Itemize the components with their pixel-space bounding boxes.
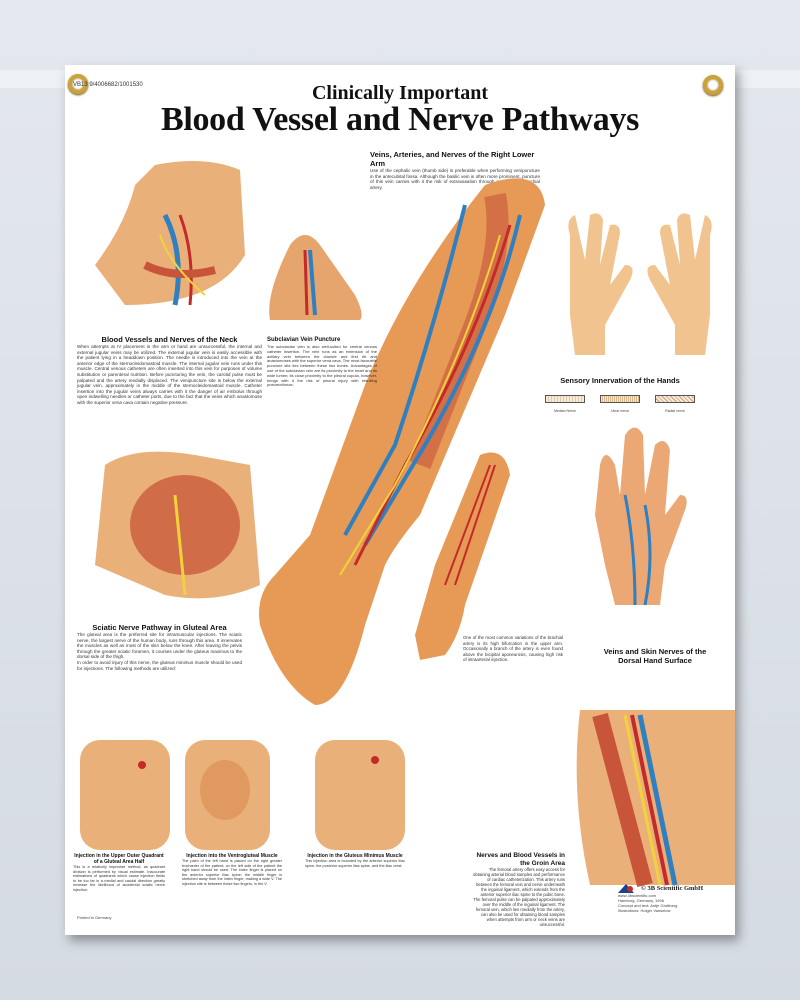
credit-illustrations: Illustrations: Holger Vanselow	[618, 908, 671, 913]
legend-ulnar: Ulnar nerve	[600, 390, 640, 413]
3b-logo-icon	[618, 884, 634, 893]
injection-caption-2: Injection into the Ventrogluteal Muscle …	[182, 853, 282, 886]
subclavian-heading: Subclavian Vein Puncture	[267, 337, 341, 343]
neck-section: Blood Vessels and Nerves of the Neck Whe…	[77, 335, 262, 406]
anatomy-poster: VB13 9/4006682/1001530 Clinically Import…	[65, 65, 735, 935]
palm-hands-illustration	[568, 213, 712, 355]
injection-illustrations	[80, 740, 405, 850]
poster-title: Blood Vessel and Nerve Pathways	[160, 101, 640, 138]
lower-arm-illustration	[259, 178, 545, 705]
neck-heading: Blood Vessels and Nerves of the Neck	[101, 335, 238, 344]
subclavian-text: The subclavian vein is also well-suited …	[267, 344, 377, 388]
sensory-hands-section: Sensory Innervation of the Hands Median …	[545, 376, 695, 413]
neck-illustration	[95, 161, 245, 306]
legend-radial: Radial nerve	[655, 390, 695, 413]
lower-arm-text: Use of the cephalic vein (thumb side) is…	[370, 168, 540, 190]
subclavian-illustration	[269, 235, 362, 320]
variation-text: One of the most common variations of the…	[463, 635, 563, 663]
publisher-block: © 3B Scientific GmbH www.3bscientific.co…	[618, 883, 728, 913]
poster-supertitle: Clinically Important	[311, 82, 489, 104]
sciatic-section: Sciatic Nerve Pathway in Gluteal Area Th…	[77, 623, 242, 671]
injection-caption-3: Injection in the Gluteus Minimus Muscle …	[305, 853, 405, 868]
credit-place: Hamburg, Germany, 1996	[618, 898, 664, 903]
lower-arm-heading: Veins, Arteries, and Nerves of the Right…	[370, 150, 535, 168]
subclavian-section: Subclavian Vein Puncture The subclavian …	[267, 336, 377, 388]
credit-website: www.3bscientific.com	[618, 893, 657, 898]
groin-heading: Nerves and Blood Vessels in the Groin Ar…	[476, 852, 565, 867]
variation-section: One of the most common variations of the…	[463, 635, 563, 663]
printed-in: Printed in Germany	[77, 915, 112, 920]
dorsal-hand-illustration	[595, 427, 687, 606]
groin-section: Nerves and Blood Vessels in the Groin Ar…	[473, 852, 565, 927]
sciatic-text-2: In order to avoid injury of this nerve, …	[77, 659, 242, 671]
sciatic-text: The gluteal area is the preferred site f…	[77, 632, 242, 660]
grommet-right	[703, 75, 723, 95]
groin-text: The femoral artery offers easy access fo…	[473, 867, 565, 927]
injection-caption-1: Injection in the Upper Outer Quadrant of…	[73, 853, 165, 892]
sciatic-heading: Sciatic Nerve Pathway in Gluteal Area	[92, 623, 227, 632]
gluteal-illustration	[95, 451, 260, 599]
forearm-variation-illustration	[415, 452, 510, 660]
neck-text: When attempts at IV placement in the arm…	[77, 344, 262, 405]
legend-median: Median Nerve	[545, 390, 585, 413]
brand-name: © 3B Scientific GmbH	[641, 884, 704, 892]
grommet-left	[68, 74, 88, 94]
sensory-hands-heading: Sensory Innervation of the Hands	[560, 376, 680, 385]
poster-code: VB13 9/4006682/1001530	[73, 82, 143, 88]
illustrations	[80, 161, 735, 888]
credit-concept: Concept and text: Antje Grottberg	[618, 903, 678, 908]
dorsal-hand-heading: Veins and Skin Nerves of the Dorsal Hand…	[603, 647, 707, 665]
lower-arm-section: Veins, Arteries, and Nerves of the Right…	[370, 150, 540, 190]
groin-illustration	[576, 710, 735, 888]
